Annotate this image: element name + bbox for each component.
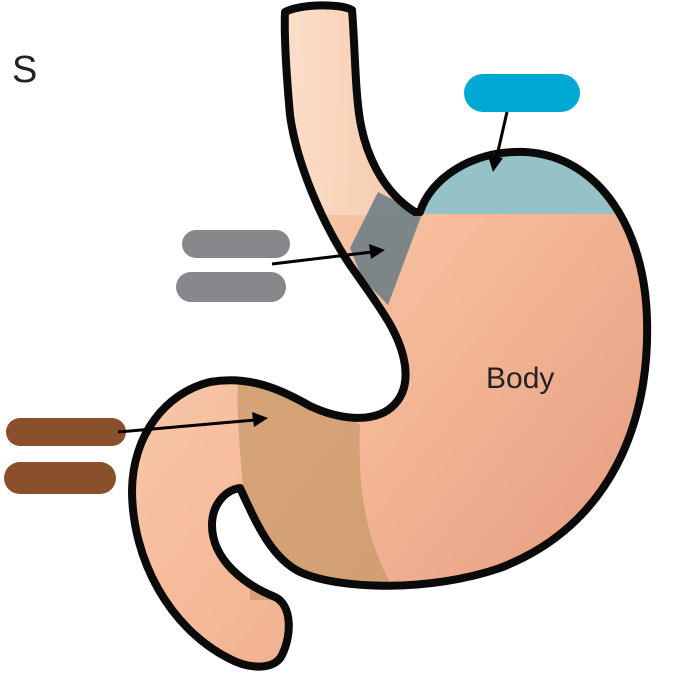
redacted-label-cardia-line1 <box>182 230 290 258</box>
redacted-label-pylorus-line1 <box>6 418 126 446</box>
redacted-label-pylorus-line2 <box>4 462 116 494</box>
cardia-region <box>350 192 422 305</box>
stomach-border <box>128 1 652 671</box>
redacted-label-cardia-line2 <box>176 272 286 302</box>
corner-letter: S <box>12 49 37 91</box>
arrow-pylorus <box>117 412 268 434</box>
arrow-fundus <box>488 111 509 172</box>
arrow-cardia <box>271 244 385 266</box>
redacted-label-fundus <box>464 74 580 112</box>
pylorus-region <box>237 375 400 600</box>
label-body: Body <box>486 362 554 395</box>
